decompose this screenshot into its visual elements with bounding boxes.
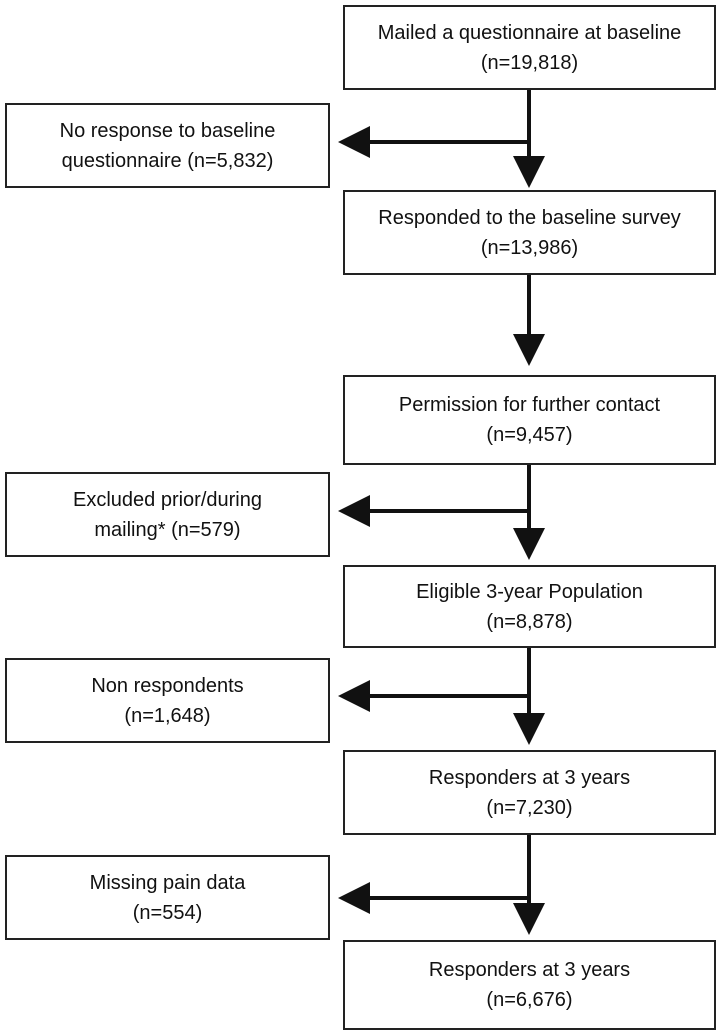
box-non-respondents: Non respondents (n=1,648) xyxy=(5,658,330,743)
box-excluded-mailing-label: Excluded prior/during xyxy=(73,488,262,511)
box-mailed-baseline-label: Mailed a questionnaire at baseline xyxy=(377,21,682,44)
box-responders-final: Responders at 3 years (n=6,676) xyxy=(343,940,716,1030)
box-responded-baseline-count: (n=13,986) xyxy=(480,236,579,259)
box-non-respondents-count: (n=1,648) xyxy=(124,704,211,727)
box-missing-pain-data: Missing pain data (n=554) xyxy=(5,855,330,940)
box-responders-final-label: Responders at 3 years xyxy=(428,959,631,981)
box-eligible-population: Eligible 3-year Population (n=8,878) xyxy=(343,565,716,648)
box-responded-baseline-label: Responded to the baseline survey xyxy=(378,206,681,229)
box-eligible-population-count: (n=8,878) xyxy=(486,610,573,633)
box-missing-pain-data-label: Missing pain data xyxy=(89,871,246,894)
box-no-response-label: No response to baseline xyxy=(59,119,276,142)
box-permission-contact-label: Permission for further contact xyxy=(398,394,661,416)
box-eligible-population-label: Eligible 3-year Population xyxy=(416,580,643,603)
box-no-response-count: questionnaire (n=5,832) xyxy=(61,149,274,172)
box-responded-baseline: Responded to the baseline survey (n=13,9… xyxy=(343,190,716,275)
box-missing-pain-data-count: (n=554) xyxy=(132,901,203,924)
box-responders-3-years-count: (n=7,230) xyxy=(486,796,573,819)
box-responders-final-count: (n=6,676) xyxy=(486,989,573,1011)
box-permission-contact-count: (n=9,457) xyxy=(486,424,573,446)
box-non-respondents-label: Non respondents xyxy=(91,674,244,697)
box-responders-3-years: Responders at 3 years (n=7,230) xyxy=(343,750,716,835)
box-responders-3-years-label: Responders at 3 years xyxy=(428,766,631,789)
box-no-response: No response to baseline questionnaire (n… xyxy=(5,103,330,188)
box-excluded-mailing-count: mailing* (n=579) xyxy=(94,518,241,541)
box-permission-contact: Permission for further contact (n=9,457) xyxy=(343,375,716,465)
box-mailed-baseline: Mailed a questionnaire at baseline (n=19… xyxy=(343,5,716,90)
box-excluded-mailing: Excluded prior/during mailing* (n=579) xyxy=(5,472,330,557)
box-mailed-baseline-count: (n=19,818) xyxy=(480,51,579,74)
